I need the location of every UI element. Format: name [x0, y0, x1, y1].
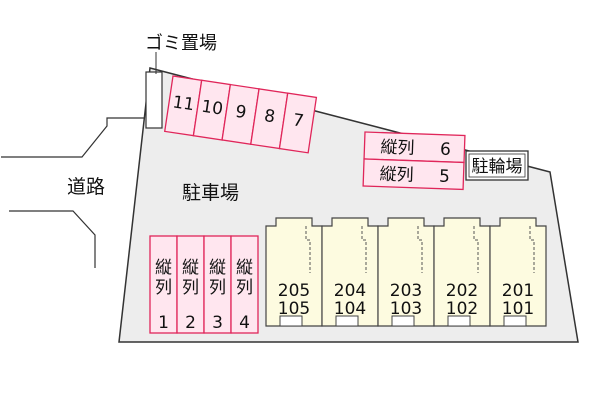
parking-space-number: 7 [291, 110, 305, 131]
garbage-area [145, 71, 163, 129]
unit-number-upper: 202 [446, 281, 478, 301]
unit-number-lower: 103 [390, 299, 422, 319]
garbage-label: ゴミ置場 [145, 33, 217, 54]
unit-entrance [391, 315, 415, 327]
unit-entrance [335, 315, 359, 327]
unit-number-lower: 102 [446, 299, 478, 319]
parking-space-number: 10 [200, 97, 224, 120]
unit-partition [473, 226, 479, 273]
unit-entrance [279, 315, 303, 327]
tandem-space-vertical [230, 235, 259, 334]
tandem-space-label-bottom: 列 [209, 278, 226, 298]
tandem-space-number: 4 [239, 313, 250, 333]
unit-partition [417, 226, 423, 273]
tandem-space-number: 5 [439, 167, 451, 187]
unit-partition [305, 226, 311, 273]
building-unit [489, 217, 547, 327]
unit-partition [361, 226, 367, 273]
bicycle-parking [465, 150, 529, 181]
unit-number-upper: 201 [502, 281, 534, 301]
tandem-space-label-top: 縦 [236, 258, 253, 278]
parking-right-group: 縦列 6 縦列 5 [362, 131, 466, 191]
parking-space-top [278, 92, 318, 154]
tandem-space-label-bottom: 列 [155, 278, 172, 298]
parking-lot-label: 駐車場 [182, 182, 239, 204]
unit-number-lower: 101 [502, 299, 534, 319]
unit-number-lower: 104 [334, 299, 366, 319]
road-edge-upper [1, 117, 145, 158]
tandem-space-label-top: 縦 [182, 258, 199, 278]
bicycle-parking-inner [468, 153, 526, 178]
tandem-space-number: 2 [185, 313, 196, 333]
tandem-space-label: 縦列 [380, 138, 415, 159]
unit-number-upper: 205 [278, 281, 310, 301]
unit-entrance [447, 315, 471, 327]
tandem-space-number: 3 [212, 313, 223, 333]
parking-space-number: 8 [263, 106, 277, 127]
tandem-space-number: 1 [158, 313, 169, 333]
unit-number-upper: 204 [334, 281, 366, 301]
tandem-space-number: 6 [440, 140, 452, 160]
tandem-space [362, 158, 465, 191]
unit-entrance [503, 315, 527, 327]
road-edge-lower [9, 210, 96, 268]
tandem-space-label-bottom: 列 [236, 278, 253, 298]
tandem-space-label-top: 縦 [155, 258, 172, 278]
bicycle-parking-label: 駐輪場 [472, 157, 523, 177]
tandem-space-label-bottom: 列 [182, 278, 199, 298]
tandem-space-vertical [149, 235, 178, 334]
tandem-space-vertical [176, 235, 205, 334]
tandem-space-label: 縦列 [379, 165, 414, 186]
unit-number-upper: 203 [390, 281, 422, 301]
parking-space-number: 11 [171, 92, 195, 115]
road-label: 道路 [67, 176, 105, 198]
parking-space-number: 9 [234, 102, 248, 123]
unit-number-lower: 105 [278, 299, 310, 319]
tandem-space-label-top: 縦 [209, 258, 226, 278]
unit-partition [529, 226, 535, 273]
